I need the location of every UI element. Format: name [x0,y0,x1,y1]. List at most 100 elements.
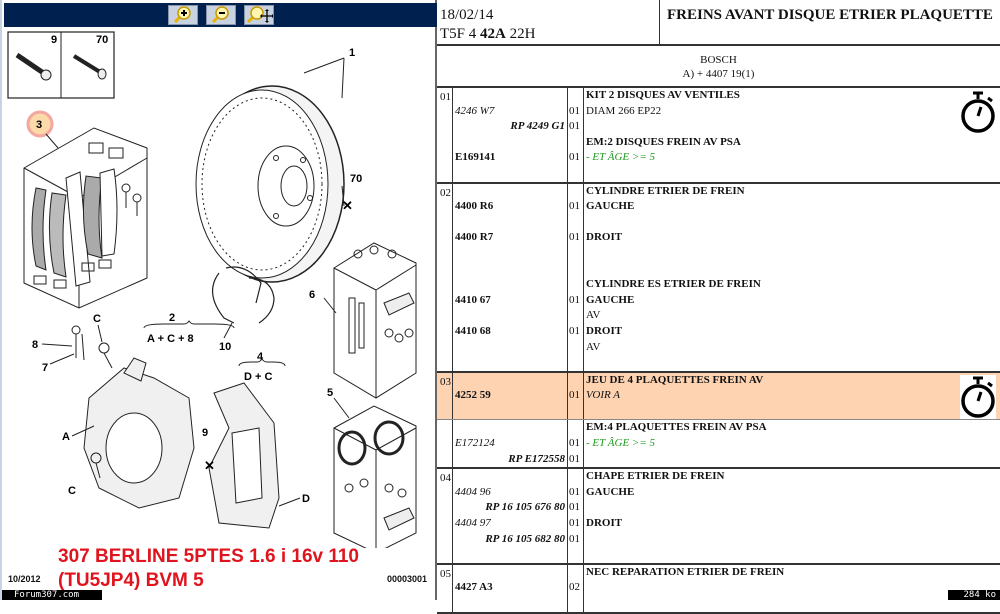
row-line [437,262,1000,278]
part-reference[interactable]: 4404 97 [455,517,491,530]
part-description: EM:4 PLAQUETTES FREIN AV PSA [586,421,767,434]
row-line: 4400 R7 01 DROIT [437,230,1000,246]
part-reference[interactable]: 4427 A3 [455,581,493,594]
part-reference[interactable]: 4410 67 [455,293,491,306]
zoom-in-icon [173,6,191,24]
pan-zoom-button[interactable] [243,5,274,25]
part-reference[interactable]: 4246 W7 [455,104,495,117]
part-description: DROIT [586,231,623,244]
brake-disc [195,85,345,283]
callout-10: 10 [219,341,231,353]
quantity: 01 [569,293,580,306]
cross-mark-icon: ✕ [342,198,353,213]
exploded-diagram-panel: 9 70 1 3 [0,0,437,600]
row-line [437,596,1000,612]
callout-3: 3 [36,119,42,131]
quantity: 01 [569,437,580,450]
row-line: KIT 2 DISQUES AV VENTILES [437,88,1000,104]
callout-4: 4 [257,351,264,363]
brand-note: A) + 4407 19(1) [682,68,755,80]
part-reference[interactable]: 4400 R7 [455,231,494,244]
file-size: 284 ko [948,590,1000,600]
watermark: Forum307.com [2,590,102,600]
row-line [437,215,1000,231]
part-description: NEC REPARATION ETRIER DE FREIN [586,565,785,578]
part-reference[interactable]: RP 4249 G1 [510,120,565,133]
part-description: GAUCHE [586,293,635,306]
part-reference[interactable]: E169141 [455,151,496,164]
part-description: CYLINDRE ES ETRIER DE FREIN [586,278,761,291]
model-title-line2: (TU5JP4) BVM 5 [58,570,204,591]
callout-9: 9 [202,427,208,439]
row-line [437,404,1000,420]
stopwatch-icon[interactable] [960,374,996,419]
zoom-in-button[interactable] [167,5,198,25]
quantity: 01 [569,231,580,244]
brand-row: BOSCH A) + 4407 19(1) [437,46,1000,88]
callout-6: 6 [309,289,315,301]
row-line [437,166,1000,182]
part-description: DIAM 266 EP22 [586,104,662,117]
row-line: AV [437,340,1000,356]
callout-a-left: A [62,431,70,443]
row-number: 02 [440,186,451,199]
part-description: EM:2 DISQUES FREIN AV PSA [586,135,741,148]
quantity: 01 [569,485,580,498]
bolt-9-icon [15,52,52,81]
cross-mark-icon: ✕ [204,458,215,473]
page-title: FREINS AVANT DISQUE ETRIER PLAQUETTE [667,7,993,23]
callout-70: 70 [350,173,362,185]
caliper [83,357,195,509]
part-description: AV [586,309,601,322]
plate-number: 00003001 [387,574,428,584]
part-reference[interactable]: RP 16 105 682 80 [485,532,565,545]
part-description: AV [586,340,601,353]
part-description: CYLINDRE ETRIER DE FREIN [586,184,745,197]
brake-pad-kit [23,127,148,309]
part-reference[interactable]: RP 16 105 676 80 [485,501,565,514]
brand-name: BOSCH [700,54,737,66]
part-description: GAUCHE [586,200,635,213]
header-date: 18/02/14 [440,7,494,23]
callout-2-contents: A + C + 8 [147,333,194,345]
quantity: 01 [569,452,580,465]
part-reference[interactable]: 4252 59 [455,389,491,402]
table-row[interactable]: EM:4 PLAQUETTES FREIN AV PSA E172124 01 - E… [437,420,1000,470]
zoom-out-button[interactable] [205,5,236,25]
stopwatch-icon[interactable] [960,90,996,134]
row-line: AV [437,308,1000,324]
header-code: T5F 4 42A 22H [440,25,535,44]
part-description: - ET ÂGE >= 5 [586,437,656,450]
part-reference[interactable]: 4400 R6 [455,200,494,213]
part-reference[interactable]: 4404 96 [455,485,491,498]
clips-10 [212,266,275,324]
diagram-date: 10/2012 [8,574,41,584]
part-reference[interactable]: E172124 [455,437,495,450]
part-reference[interactable]: RP E172558 [508,452,565,465]
quantity: 01 [569,120,580,133]
part-reference[interactable]: 4410 68 [455,324,491,337]
screw-70-icon [72,54,107,80]
callout-d: D [302,493,310,505]
quantity: 01 [569,517,580,530]
quantity: 01 [569,389,580,402]
row-line: 4410 67 01 GAUCHE [437,293,1000,309]
part-description: JEU DE 4 PLAQUETTES FREIN AV [586,373,764,386]
row-line: RP 4249 G1 01 [437,119,1000,135]
callout-4-contents: D + C [244,371,272,383]
